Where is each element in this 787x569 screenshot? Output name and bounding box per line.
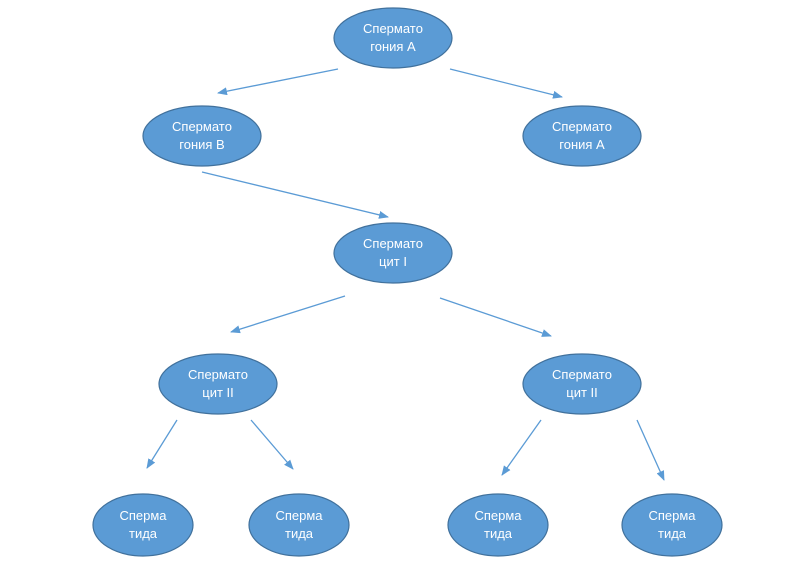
- node-label-line2: гония А: [370, 39, 416, 54]
- node-label-line2: цит II: [202, 385, 234, 400]
- ellipse-l3-left: [158, 353, 278, 415]
- node-spermatocyte-ii-right: Сперматo цит II: [523, 354, 641, 414]
- ellipse-l1-right: [522, 105, 642, 167]
- node-spermatid-3: Сперма тида: [448, 494, 548, 556]
- node-spermatid-2: Сперма тида: [249, 494, 349, 556]
- node-label-line2: тида: [483, 526, 513, 541]
- node-label-line2: цит I: [379, 254, 407, 269]
- arrow-l3-right-to-leaf-3: [501, 419, 542, 476]
- node-spermatogonium-b: Сперматo гония В: [143, 106, 261, 166]
- arrow-root-to-l1-right: [449, 68, 563, 99]
- node-label-line1: Сперматo: [188, 367, 248, 382]
- node-label-line2: тида: [128, 526, 158, 541]
- node-label-line1: Сперма: [474, 508, 522, 523]
- arrow-l3-right-to-leaf-4: [636, 419, 665, 481]
- node-label-line1: Сперматo: [552, 119, 612, 134]
- node-spermatocyte-i: Сперматo цит I: [334, 223, 452, 283]
- node-spermatogonium-a-right: Сперматo гония А: [523, 106, 641, 166]
- node-spermatocyte-ii-left: Сперматo цит II: [159, 354, 277, 414]
- ellipse-l3-right: [522, 353, 642, 415]
- ellipse-leaf-3: [447, 493, 549, 557]
- ellipse-leaf-2: [248, 493, 350, 557]
- node-label-line2: гония А: [559, 137, 605, 152]
- node-label-line1: Сперма: [275, 508, 323, 523]
- arrow-l3-left-to-leaf-2: [250, 419, 294, 470]
- node-label-line2: тида: [657, 526, 687, 541]
- node-label-line1: Сперма: [119, 508, 167, 523]
- node-label-line1: Сперматo: [172, 119, 232, 134]
- node-label-line1: Сперматo: [552, 367, 612, 382]
- ellipse-root: [333, 7, 453, 69]
- ellipse-l2: [333, 222, 453, 284]
- node-root: Сперматo гония А: [334, 8, 452, 68]
- node-label-line1: Сперматo: [363, 21, 423, 36]
- arrow-root-to-l1-left: [217, 68, 339, 96]
- arrow-l2-to-l3-left: [230, 295, 346, 334]
- node-label-line2: гония В: [179, 137, 225, 152]
- node-label-line2: цит II: [566, 385, 598, 400]
- ellipse-leaf-1: [92, 493, 194, 557]
- node-spermatid-1: Сперма тида: [93, 494, 193, 556]
- arrow-l1-left-to-l2: [201, 171, 389, 219]
- arrow-l2-to-l3-right: [439, 297, 552, 337]
- ellipse-leaf-4: [621, 493, 723, 557]
- node-label-line1: Сперматo: [363, 236, 423, 251]
- node-spermatid-4: Сперма тида: [622, 494, 722, 556]
- arrow-l3-left-to-leaf-1: [146, 419, 178, 469]
- node-label-line2: тида: [284, 526, 314, 541]
- ellipse-l1-left: [142, 105, 262, 167]
- node-label-line1: Сперма: [648, 508, 696, 523]
